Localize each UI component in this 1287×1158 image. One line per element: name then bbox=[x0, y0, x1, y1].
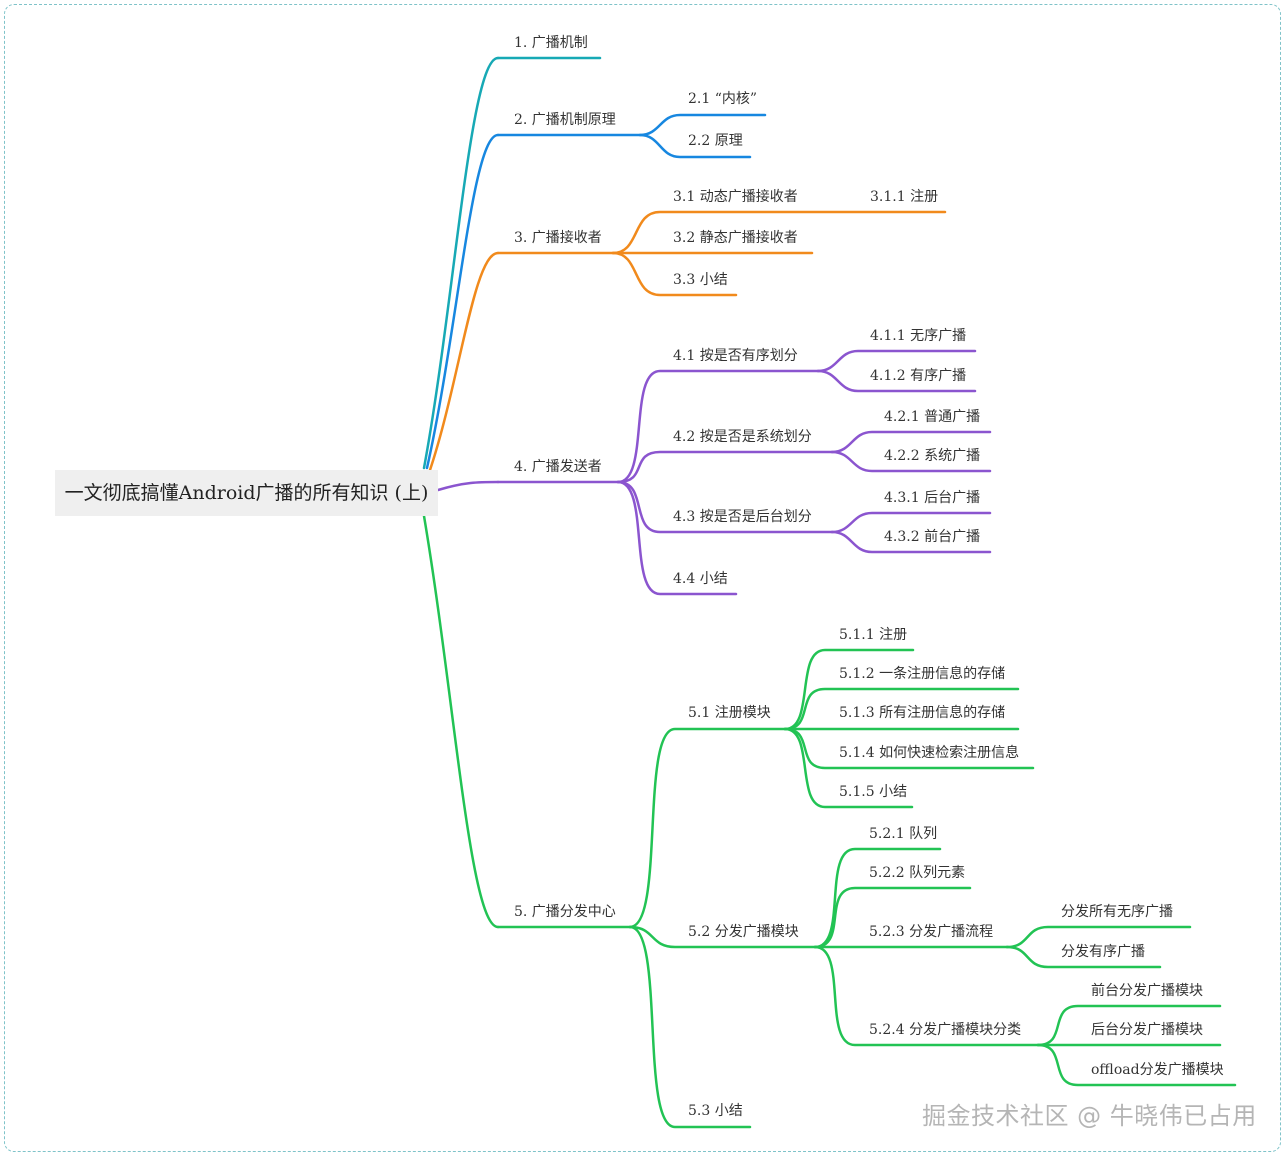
node-ordered[interactable]: 4.1.2 有序广播 bbox=[870, 368, 966, 384]
edge-n5_2-1 bbox=[813, 847, 942, 949]
edge-n4-n4_2 bbox=[616, 450, 834, 484]
node-fast-lookup[interactable]: 5.1.4 如何快速检索注册信息 bbox=[839, 744, 1019, 761]
node-background[interactable]: 4.3.1 后台广播 bbox=[884, 490, 980, 506]
edge-root-3 bbox=[428, 251, 500, 472]
node-register-module[interactable]: 5.1 注册模块 bbox=[688, 705, 771, 721]
edge-n5_2_4-a bbox=[1036, 1004, 1222, 1047]
node-dispatch-categories[interactable]: 5.2.4 分发广播模块分类 bbox=[869, 1022, 1021, 1038]
root-title: 一文彻底搞懂Android广播的所有知识 (上) bbox=[64, 482, 429, 504]
edge-n3-n3_1 bbox=[611, 210, 947, 255]
edge-n5_1-1 bbox=[783, 648, 915, 731]
node-dynamic-register[interactable]: 3.1.1 注册 bbox=[870, 189, 938, 205]
edge-n4-n4_1 bbox=[616, 369, 820, 484]
edge-root-2 bbox=[425, 133, 500, 470]
edge-n5_2_4-c bbox=[1036, 1043, 1237, 1087]
edge-n4_3-b bbox=[830, 530, 992, 554]
node-queue-element[interactable]: 5.2.2 队列元素 bbox=[869, 865, 965, 881]
diagram-frame bbox=[4, 4, 1281, 1152]
node-offload-dispatch[interactable]: offload分发广播模块 bbox=[1091, 1062, 1224, 1078]
edge-root-5 bbox=[422, 514, 500, 929]
edge-n5_2-4 bbox=[813, 945, 1040, 1047]
node-register[interactable]: 5.1.1 注册 bbox=[839, 627, 907, 643]
edge-n4_2-a bbox=[830, 430, 992, 454]
node-queue[interactable]: 5.2.1 队列 bbox=[869, 826, 937, 842]
edge-n5-n5_1 bbox=[628, 727, 787, 929]
watermark: 掘金技术社区 @ 牛晓伟已占用 bbox=[922, 1102, 1257, 1130]
edge-n5-n5_2 bbox=[628, 925, 817, 949]
node-system[interactable]: 4.2.2 系统广播 bbox=[884, 448, 980, 464]
node-by-background[interactable]: 4.3 按是否是后台划分 bbox=[673, 509, 812, 525]
edge-n4-n4_4 bbox=[616, 480, 738, 596]
edge-n5_1-5 bbox=[783, 727, 914, 809]
node-register-summary[interactable]: 5.1.5 小结 bbox=[839, 784, 907, 800]
edge-n5_2_3-b bbox=[1005, 945, 1162, 969]
edge-n5_2-2 bbox=[813, 886, 972, 949]
node-mechanism-principle[interactable]: 2. 广播机制原理 bbox=[514, 112, 616, 128]
node-foreground[interactable]: 4.3.2 前台广播 bbox=[884, 528, 980, 545]
node-unordered[interactable]: 4.1.1 无序广播 bbox=[870, 328, 966, 344]
edge-root-1 bbox=[422, 56, 500, 470]
node-receiver-summary[interactable]: 3.3 小结 bbox=[673, 272, 728, 288]
edge-n5_2_3-a bbox=[1005, 925, 1192, 949]
node-principle[interactable]: 2.2 原理 bbox=[688, 133, 743, 149]
node-dispatch-module[interactable]: 5.2 分发广播模块 bbox=[688, 924, 799, 940]
node-dispatch-flow[interactable]: 5.2.3 分发广播流程 bbox=[869, 924, 993, 940]
node-sender-summary[interactable]: 4.4 小结 bbox=[673, 571, 728, 587]
edge-n3-n3_3 bbox=[611, 251, 738, 297]
node-broadcast-mechanism[interactable]: 1. 广播机制 bbox=[514, 35, 588, 51]
node-background-dispatch[interactable]: 后台分发广播模块 bbox=[1091, 1022, 1203, 1038]
node-dispatch-unordered[interactable]: 分发所有无序广播 bbox=[1061, 904, 1173, 920]
edge-n4_2-b bbox=[830, 450, 992, 473]
node-all-register-storage[interactable]: 5.1.3 所有注册信息的存储 bbox=[839, 704, 1005, 721]
node-static-receiver[interactable]: 3.2 静态广播接收者 bbox=[673, 229, 798, 246]
node-senders[interactable]: 4. 广播发送者 bbox=[514, 459, 602, 475]
node-by-order[interactable]: 4.1 按是否有序划分 bbox=[673, 348, 798, 364]
edge-n2-n2_1 bbox=[638, 113, 767, 137]
node-dispatch-ordered[interactable]: 分发有序广播 bbox=[1061, 944, 1145, 960]
node-receivers[interactable]: 3. 广播接收者 bbox=[514, 229, 602, 246]
node-foreground-dispatch[interactable]: 前台分发广播模块 bbox=[1091, 982, 1203, 999]
edge-n2-n2_2 bbox=[638, 133, 752, 159]
node-dispatch-center[interactable]: 5. 广播分发中心 bbox=[514, 904, 616, 920]
edge-n4_1-b bbox=[816, 369, 977, 393]
edge-root-4 bbox=[436, 480, 500, 492]
node-dynamic-receiver[interactable]: 3.1 动态广播接收者 bbox=[673, 188, 798, 205]
node-single-register-storage[interactable]: 5.1.2 一条注册信息的存储 bbox=[839, 665, 1005, 682]
node-by-system[interactable]: 4.2 按是否是系统划分 bbox=[673, 429, 812, 445]
edge-n5-n5_3 bbox=[628, 925, 752, 1129]
edge-n5_1-2 bbox=[783, 687, 1020, 731]
node-kernel[interactable]: 2.1 “内核” bbox=[688, 91, 757, 107]
edge-n4_1-a bbox=[816, 349, 977, 373]
node-dispatch-summary[interactable]: 5.3 小结 bbox=[688, 1103, 743, 1119]
root-node[interactable]: 一文彻底搞懂Android广播的所有知识 (上) bbox=[55, 470, 438, 516]
node-normal[interactable]: 4.2.1 普通广播 bbox=[884, 409, 980, 425]
